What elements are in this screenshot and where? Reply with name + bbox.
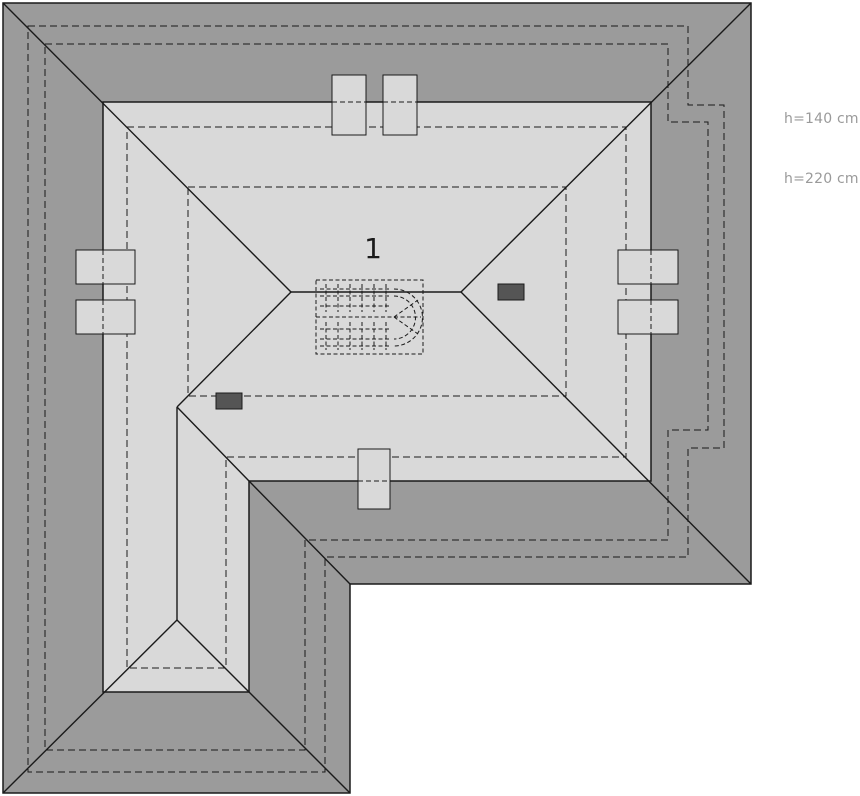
roof-window-top-left [331, 74, 367, 136]
legend-height-220: h=220 cm [784, 171, 859, 187]
roof-window-top-right [382, 74, 418, 136]
attic-floor-area [102, 101, 652, 693]
outer-wall-dashed [27, 25, 725, 773]
roof-window-right-lower [617, 299, 679, 335]
roof-window-bottom [357, 448, 391, 510]
inner-wall-dashed [44, 43, 709, 751]
roof-window-right-upper [617, 249, 679, 285]
chimney-left [215, 392, 243, 410]
staircase [315, 279, 424, 355]
legend-height-140: h=140 cm [784, 111, 859, 127]
height-220-dashed [187, 186, 567, 397]
roof-hip-lines [2, 2, 752, 794]
room-number: 1 [364, 232, 382, 265]
roof-window-left-lower [75, 299, 136, 335]
chimney-right [497, 283, 525, 301]
roof-window-left-upper [75, 249, 136, 285]
